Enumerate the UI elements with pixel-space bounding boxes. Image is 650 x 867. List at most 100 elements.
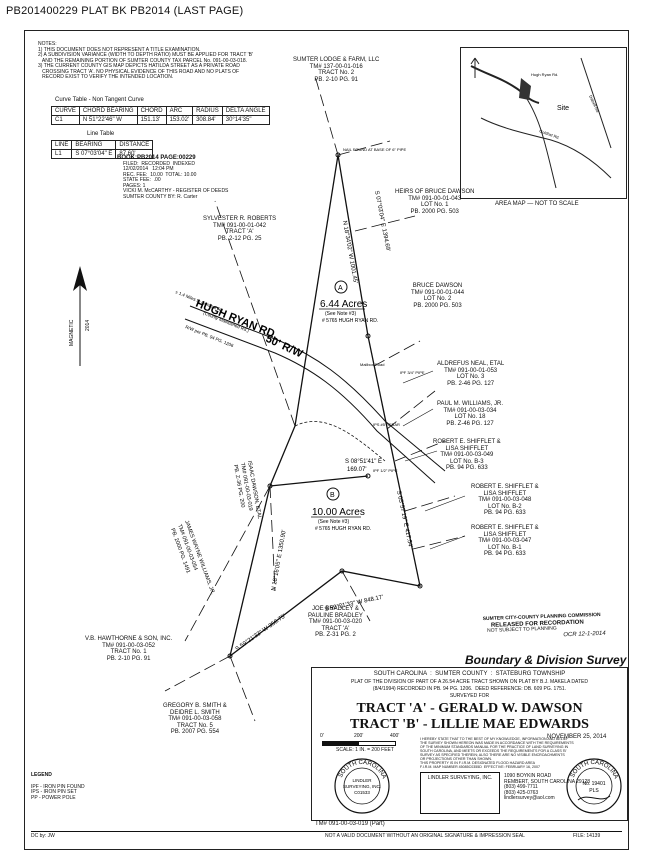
seal-ring-text: SOUTH CAROLINA [338, 760, 387, 780]
notes-block: NOTES: 1) THIS DOCUMENT DOES NOT REPRESE… [38, 41, 253, 81]
tract-b-letter: B [330, 492, 335, 499]
title-desc: PLAT OF THE DIVISION OF PART OF A 26.54 … [350, 679, 588, 685]
area-map-drawing: Site Hugh Ryan Rd. Goldhat Rd. Dalzell R… [470, 57, 612, 189]
parcel-label-line: PB. 94 PG. 633 [483, 510, 526, 517]
division-line [269, 475, 369, 487]
iron-pin-marker [335, 152, 341, 158]
parcel-label-line: ROBERT E. SHIFFLET & [471, 525, 539, 531]
title-desc: SURVEYED FOR [449, 693, 490, 699]
north-arrow-head-icon [73, 266, 87, 291]
road-edge [184, 318, 436, 484]
parcel-label-line: LOT No. B-3 [450, 458, 484, 465]
site-marker [519, 78, 531, 100]
scale-tick-label: 0' [320, 733, 324, 739]
recording-stamp-line: STATE FEE: .00 [123, 177, 161, 184]
pin-label: Mailbox Road [360, 362, 384, 367]
company-line: (803) 425-0763 [504, 789, 539, 796]
parcel-label-line: LOT No. 1 [420, 202, 449, 209]
title-location: SOUTH CAROLINA : SUMTER COUNTY : STATEBU… [373, 671, 566, 677]
north-arrow: MAGNETIC 2014 [69, 266, 91, 366]
tract-a-letter: A [338, 285, 343, 292]
parcel-label-line: SUMTER LODGE & FARM, LLC [293, 57, 380, 63]
recording-stamp: BOOK:PB2014 PAGE:00229 FILED: RECORDED I… [117, 155, 228, 200]
parcel-label-line: DEIDRE L. SMITH [170, 709, 220, 716]
parcel-label-line: LISA SHIFFLET [483, 490, 527, 497]
certification-line: OF THE MINIMUM STANDARDS MANUAL FOR THE … [420, 744, 569, 749]
seal-inner-ring [343, 767, 381, 805]
road-centerline [294, 421, 386, 462]
legend-item: IPF - IRON PIN FOUND [31, 783, 85, 790]
tract-a-circle [334, 280, 348, 294]
parcel-label-line: ROBERT E. SHIFFLET & [433, 439, 501, 445]
parcel-label-line: PB. 2-46 PG. 127 [447, 380, 495, 387]
leader-line [402, 370, 434, 384]
scale-bar [322, 741, 396, 746]
pin-label: IPS #5 REBAR [373, 422, 400, 427]
note-line: 1) THIS DOCUMENT DOES NOT REPRESENT A TI… [38, 46, 201, 53]
bearing-label: S 05°57'19" E 417.54' [395, 490, 413, 548]
bearing-label: S 08°51'41" E [345, 459, 382, 465]
line-table-cell: 87.60' [115, 149, 154, 159]
parcel-label-line: LISA SHIFFLET [483, 531, 527, 538]
scale-text: SCALE: 1 IN. = 200 FEET [336, 747, 394, 753]
adjoiner-line [354, 215, 416, 232]
parcel-label-line: TM# 091-00-01-043 [408, 195, 462, 202]
parcel-label: ROBERT E. SHIFFLET & LISA SHIFFLET TM# 0… [471, 525, 539, 558]
curve-table: CURVE CHORD BEARING CHORD ARC RADIUS DEL… [51, 106, 270, 125]
parcel-label-line: PAULINE BRADLEY [308, 612, 363, 619]
curve-table-cell: C1 [51, 115, 80, 125]
legend-item: IPS - IRON PIN SET [31, 789, 77, 795]
parcel-label: PAUL M. WILLIAMS, JR. TM# 091-00-03-034 … [437, 401, 503, 427]
seal-center-text: SURVEYING, INC. [343, 784, 381, 789]
plat-sheet: NOTES: 1) THIS DOCUMENT DOES NOT REPRESE… [24, 30, 629, 850]
parcel-label-line: LOT No. 3 [456, 374, 485, 381]
note-line: CROSSING TRACT 'A'. NO PHYSICAL EVIDENCE… [38, 68, 240, 75]
parcel-label-line: ALDREFUS NEAL, ETAL [437, 361, 505, 367]
parcel-label-line: TRACT No. 1 [110, 649, 147, 656]
seal-center-text: PLS [589, 788, 599, 794]
parcel-label-line: TRACT 'A' [225, 229, 254, 236]
pin-label: IPF 1/2" PIPE [373, 468, 398, 473]
parcel-label-line: TM# 091-00-03-049 [440, 452, 494, 459]
parcel-label-line: PB. Z-46 PG. 127 [446, 420, 494, 427]
north-arrow-sub: 2014 [85, 320, 91, 331]
surveyor-seal: SOUTH CAROLINA No. 19401 PLS [566, 758, 622, 814]
parcel-label-line: PB. 2000 PG. 503 [410, 208, 459, 215]
adjoiner-line [314, 75, 339, 156]
title-tract-a: TRACT 'A' - GERALD W. DAWSON [356, 701, 583, 716]
title-date: NOVEMBER 25, 2014 [547, 734, 607, 740]
company-line: (803) 499-7711 [504, 784, 538, 790]
recording-stamp-line: SUMTER COUNTY BY: R. Carter [123, 193, 198, 200]
parcel-label-line: TRACT 'A' [321, 625, 350, 632]
note-line: AND THE REMAINING PORTION OF SUMTER COUN… [38, 57, 248, 64]
north-arrow-icon [470, 57, 480, 78]
parcel-label-line: TM# 091-00-03-020 [308, 619, 362, 626]
certification-text: I HEREBY STATE THAT TO THE BEST OF MY KN… [420, 737, 574, 770]
note-line: RECORD EXIST TO VERIFY THE INTENDED LOCA… [38, 74, 174, 80]
parcel-label-line: PB. 94 PG. 633 [445, 465, 488, 472]
parcel-label-line: LOT No. B-2 [488, 503, 522, 510]
parcel-label-line: TM# 091-00-01-042 [213, 222, 267, 229]
adjoiner-line [386, 390, 436, 430]
adjoiner-line [373, 340, 421, 367]
area-map-road [480, 117, 612, 179]
parcel-label-line: LOT No. 18 [454, 414, 486, 421]
company-seal: SOUTH CAROLINA LINDLER SURVEYING, INC. C… [334, 758, 390, 814]
tract-a-address: # 5765 HUGH RYAN RD. [322, 318, 378, 324]
parcel-label-line: LISA SHIFFLET [445, 445, 489, 452]
parcel-label: BRUCE DAWSON TM# 091-00-01-044 LOT No. 2… [411, 283, 464, 309]
parcel-label-line: PAUL M. WILLIAMS, JR. [437, 401, 504, 407]
parcel-label-line: TM# 091-00-01-044 [411, 289, 465, 296]
company-line: REMBERT, SOUTH CAROLINA 29128 [504, 778, 591, 785]
adjoiner-line [404, 495, 456, 512]
seal-center-text: No. 19401 [582, 781, 605, 787]
parcel-label-line: TRACT No. 2 [318, 70, 355, 77]
parcel-label-line: TM# 091-00-03-047 [478, 538, 532, 545]
area-map-road [470, 65, 540, 104]
iron-pin-marker [339, 568, 345, 574]
parcel-label: GREGORY B. SMITH & DEIDRE L. SMITH TM# 0… [163, 703, 227, 736]
parcel-label-line: LOT No. 2 [423, 296, 452, 303]
tract-b-area: 10.00 Acres [312, 507, 365, 518]
certification-line: I HEREBY STATE THAT TO THE BEST OF MY KN… [420, 737, 569, 741]
document-header: PB201400229 PLAT BK PB2014 (LAST PAGE) [6, 5, 244, 17]
